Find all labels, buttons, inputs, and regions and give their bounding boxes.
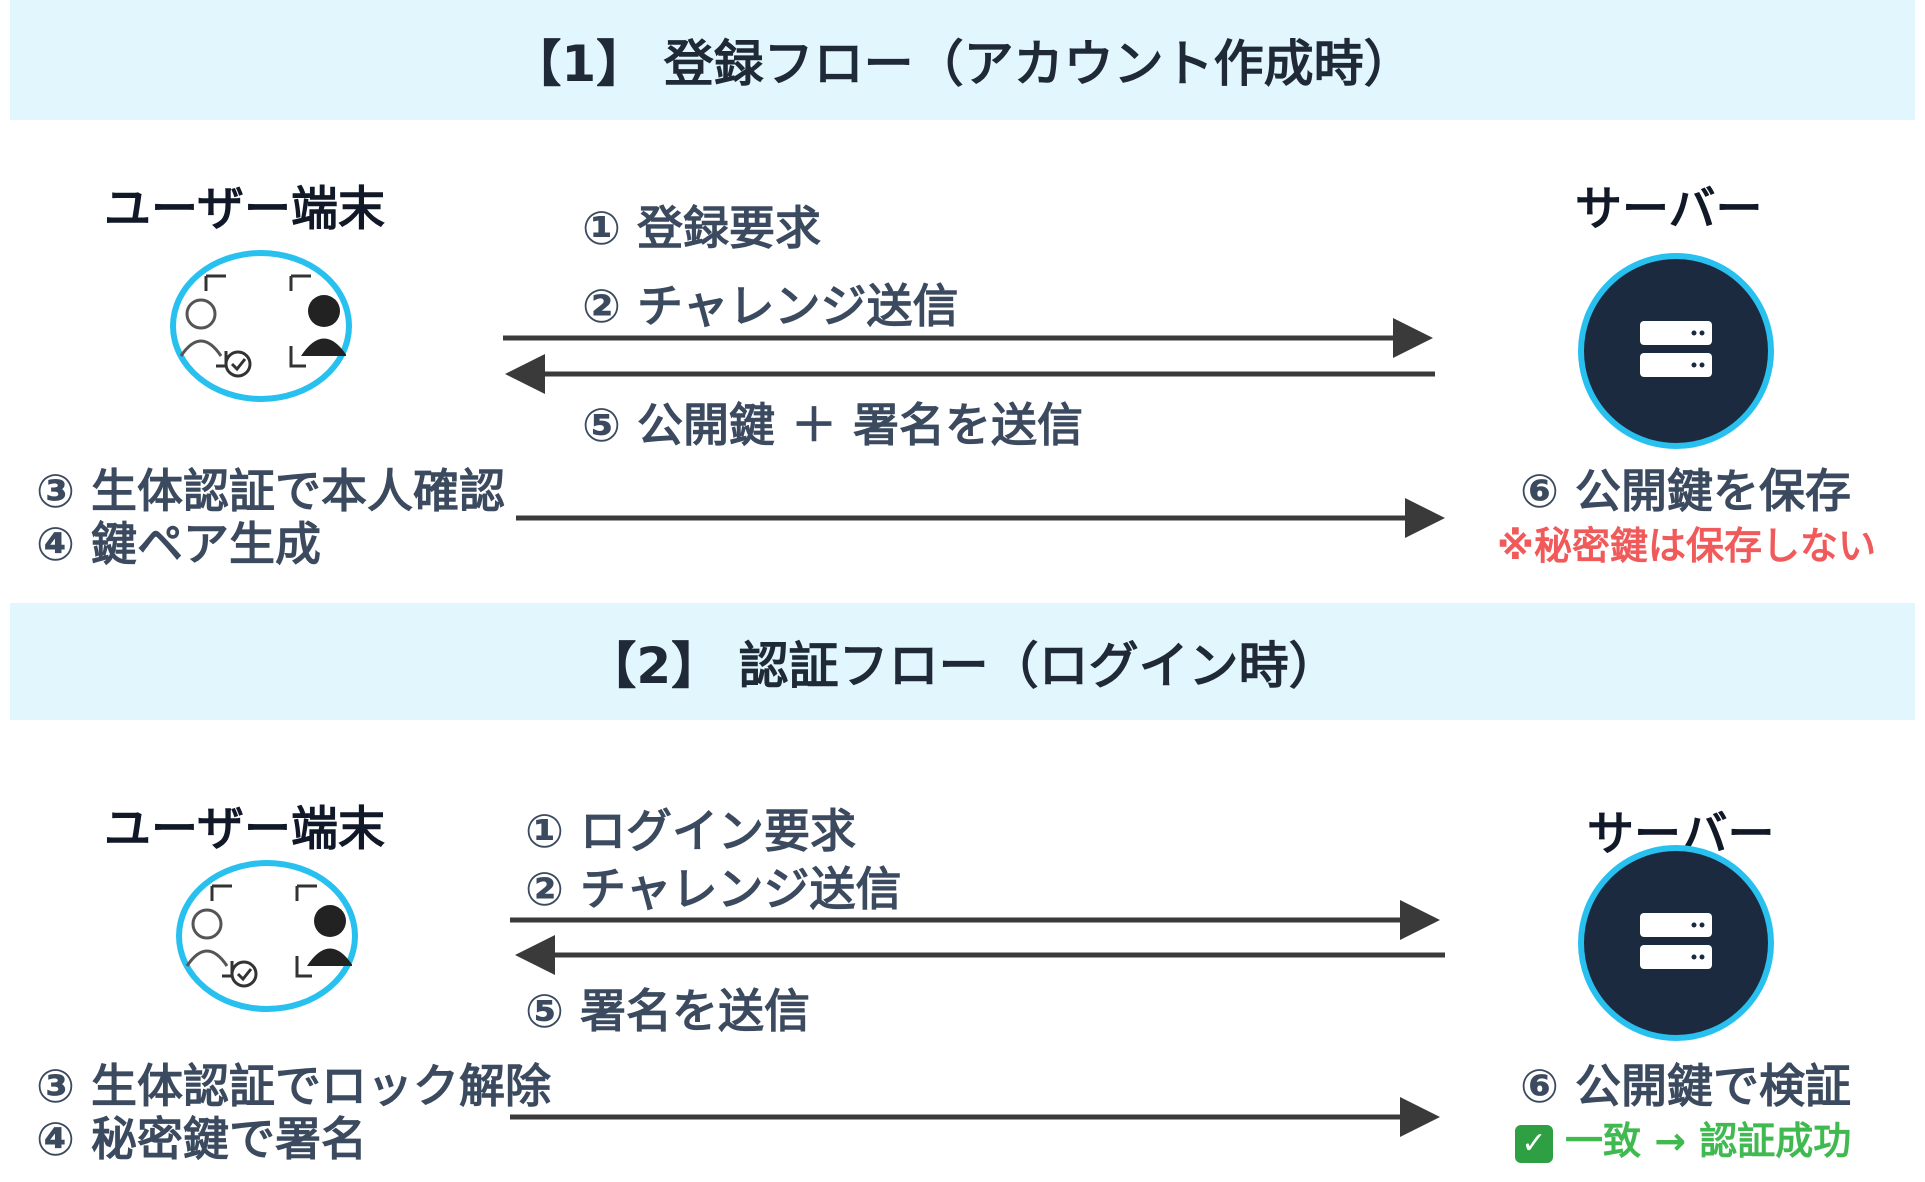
flow1-step2-label: ② チャレンジ送信 (582, 279, 959, 333)
authentication-flow-banner: 【2】 認証フロー（ログイン時） (10, 603, 1915, 720)
server-icon (1578, 253, 1774, 449)
user-device-label: ユーザー端末 (104, 802, 386, 857)
face-id-icon (176, 860, 358, 1012)
flow2-step3-label: ③ 生体認証でロック解除 (36, 1059, 551, 1113)
flow1-step1-label: ① 登録要求 (582, 201, 821, 255)
flow2-step1-label: ① ログイン要求 (525, 804, 856, 858)
authentication-flow-title: 【2】 認証フロー（ログイン時） (586, 636, 1339, 695)
registration-flow-banner: 【1】 登録フロー（アカウント作成時） (10, 0, 1915, 120)
face-id-icon (170, 250, 352, 402)
check-mark-icon: ✓ (1515, 1124, 1553, 1163)
flow1-step6-label: ⑥ 公開鍵を保存 (1520, 464, 1851, 518)
server-label: サーバー (1575, 182, 1763, 237)
flow2-step4-label: ④ 秘密鍵で署名 (36, 1112, 367, 1166)
private-key-not-stored-note: ※秘密鍵は保存しない (1497, 524, 1876, 568)
server-icon (1578, 845, 1774, 1041)
registration-flow-title: 【1】 登録フロー（アカウント作成時） (511, 35, 1414, 93)
flow2-step2-label: ② チャレンジ送信 (525, 862, 902, 916)
user-device-label: ユーザー端末 (104, 182, 386, 237)
flow1-step3-label: ③ 生体認証で本人確認 (36, 464, 505, 518)
authentication-success-text: 一致 → 認証成功 (1565, 1119, 1852, 1163)
flow2-step5-label: ⑤ 署名を送信 (525, 984, 810, 1038)
flow1-step5-label: ⑤ 公開鍵 ＋ 署名を送信 (582, 398, 1083, 452)
flow1-step4-label: ④ 鍵ペア生成 (36, 517, 321, 571)
authentication-success-note: ✓ 一致 → 認証成功 (1515, 1110, 1851, 1165)
flow2-step6-label: ⑥ 公開鍵で検証 (1520, 1059, 1851, 1113)
